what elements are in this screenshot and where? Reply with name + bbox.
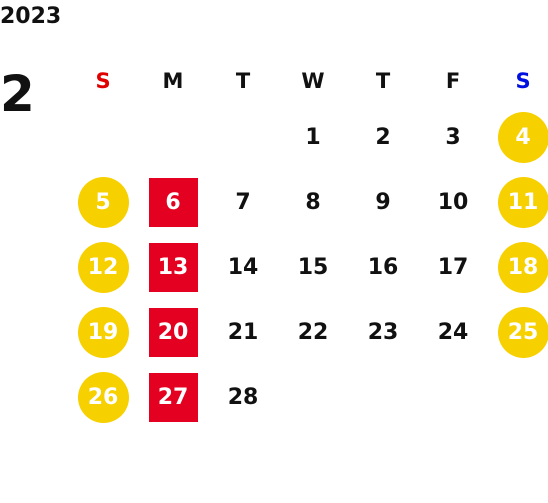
day-number: 24 bbox=[437, 319, 469, 345]
day-cell-empty bbox=[208, 105, 278, 170]
day-cell-weekend: 12 bbox=[68, 235, 138, 300]
day-number bbox=[148, 112, 199, 163]
day-cell: 2 bbox=[348, 105, 418, 170]
day-number: 26 bbox=[77, 372, 129, 423]
day-cell-empty bbox=[348, 365, 418, 430]
day-number: 20 bbox=[148, 308, 198, 357]
day-number: 8 bbox=[305, 189, 321, 215]
week-row-3: 12 13 14 15 16 17 18 bbox=[68, 235, 548, 300]
day-cell-weekend: 26 bbox=[68, 365, 138, 430]
day-cell-weekend: 25 bbox=[488, 300, 548, 365]
day-cell-weekend: 5 bbox=[68, 170, 138, 235]
day-number bbox=[78, 112, 129, 163]
day-number: 15 bbox=[297, 254, 329, 280]
day-number: 3 bbox=[445, 124, 461, 150]
weekday-header-row: S M T W T F S bbox=[68, 58, 548, 105]
day-number bbox=[358, 372, 409, 423]
day-cell: 8 bbox=[278, 170, 348, 235]
day-number: 23 bbox=[367, 319, 399, 345]
day-cell-empty bbox=[138, 105, 208, 170]
day-number: 12 bbox=[77, 242, 129, 293]
day-cell-highlighted: 13 bbox=[138, 235, 208, 300]
day-number: 14 bbox=[227, 254, 259, 280]
day-cell: 1 bbox=[278, 105, 348, 170]
calendar-grid: S M T W T F S 1 2 3 4 5 6 7 8 9 10 11 bbox=[68, 58, 548, 430]
day-number: 28 bbox=[227, 384, 259, 410]
month-number: 2 bbox=[0, 65, 35, 123]
day-number bbox=[218, 112, 269, 163]
day-number: 25 bbox=[497, 307, 548, 358]
day-number: 27 bbox=[148, 373, 198, 422]
day-cell: 22 bbox=[278, 300, 348, 365]
day-cell: 14 bbox=[208, 235, 278, 300]
day-cell: 28 bbox=[208, 365, 278, 430]
day-cell: 24 bbox=[418, 300, 488, 365]
day-number bbox=[428, 372, 479, 423]
day-number: 5 bbox=[77, 177, 129, 228]
day-number: 21 bbox=[227, 319, 259, 345]
day-cell: 7 bbox=[208, 170, 278, 235]
day-number: 2 bbox=[375, 124, 391, 150]
day-cell-weekend: 19 bbox=[68, 300, 138, 365]
day-cell-weekend: 18 bbox=[488, 235, 548, 300]
day-cell-highlighted: 20 bbox=[138, 300, 208, 365]
weekday-sunday: S bbox=[95, 69, 111, 93]
day-number: 6 bbox=[148, 178, 198, 227]
day-cell-empty bbox=[418, 365, 488, 430]
day-number: 17 bbox=[437, 254, 469, 280]
year-label: 2023 bbox=[0, 4, 62, 29]
weekday-tuesday: T bbox=[235, 69, 251, 93]
day-cell: 16 bbox=[348, 235, 418, 300]
weekday-saturday: S bbox=[515, 69, 531, 93]
day-cell-weekend: 4 bbox=[488, 105, 548, 170]
week-row-2: 5 6 7 8 9 10 11 bbox=[68, 170, 548, 235]
day-cell: 15 bbox=[278, 235, 348, 300]
day-number: 1 bbox=[305, 124, 321, 150]
day-cell: 3 bbox=[418, 105, 488, 170]
day-cell-empty bbox=[68, 105, 138, 170]
day-number: 7 bbox=[235, 189, 251, 215]
day-number: 22 bbox=[297, 319, 329, 345]
day-cell-weekend: 11 bbox=[488, 170, 548, 235]
day-cell-empty bbox=[278, 365, 348, 430]
day-number: 13 bbox=[148, 243, 198, 292]
week-row-1: 1 2 3 4 bbox=[68, 105, 548, 170]
day-cell-highlighted: 27 bbox=[138, 365, 208, 430]
day-number: 9 bbox=[375, 189, 391, 215]
day-cell-empty bbox=[488, 365, 548, 430]
day-cell: 23 bbox=[348, 300, 418, 365]
weekday-thursday: T bbox=[375, 69, 391, 93]
day-number: 16 bbox=[367, 254, 399, 280]
day-cell: 9 bbox=[348, 170, 418, 235]
day-cell: 10 bbox=[418, 170, 488, 235]
day-number: 4 bbox=[497, 112, 548, 163]
day-number: 18 bbox=[497, 242, 548, 293]
weekday-monday: M bbox=[162, 69, 184, 93]
day-cell: 17 bbox=[418, 235, 488, 300]
day-number bbox=[288, 372, 339, 423]
day-cell: 21 bbox=[208, 300, 278, 365]
week-row-5: 26 27 28 bbox=[68, 365, 548, 430]
week-row-4: 19 20 21 22 23 24 25 bbox=[68, 300, 548, 365]
weekday-friday: F bbox=[445, 69, 461, 93]
weekday-wednesday: W bbox=[301, 69, 325, 93]
day-number: 19 bbox=[77, 307, 129, 358]
day-cell-highlighted: 6 bbox=[138, 170, 208, 235]
day-number bbox=[498, 372, 548, 423]
day-number: 11 bbox=[497, 177, 548, 228]
day-number: 10 bbox=[437, 189, 469, 215]
